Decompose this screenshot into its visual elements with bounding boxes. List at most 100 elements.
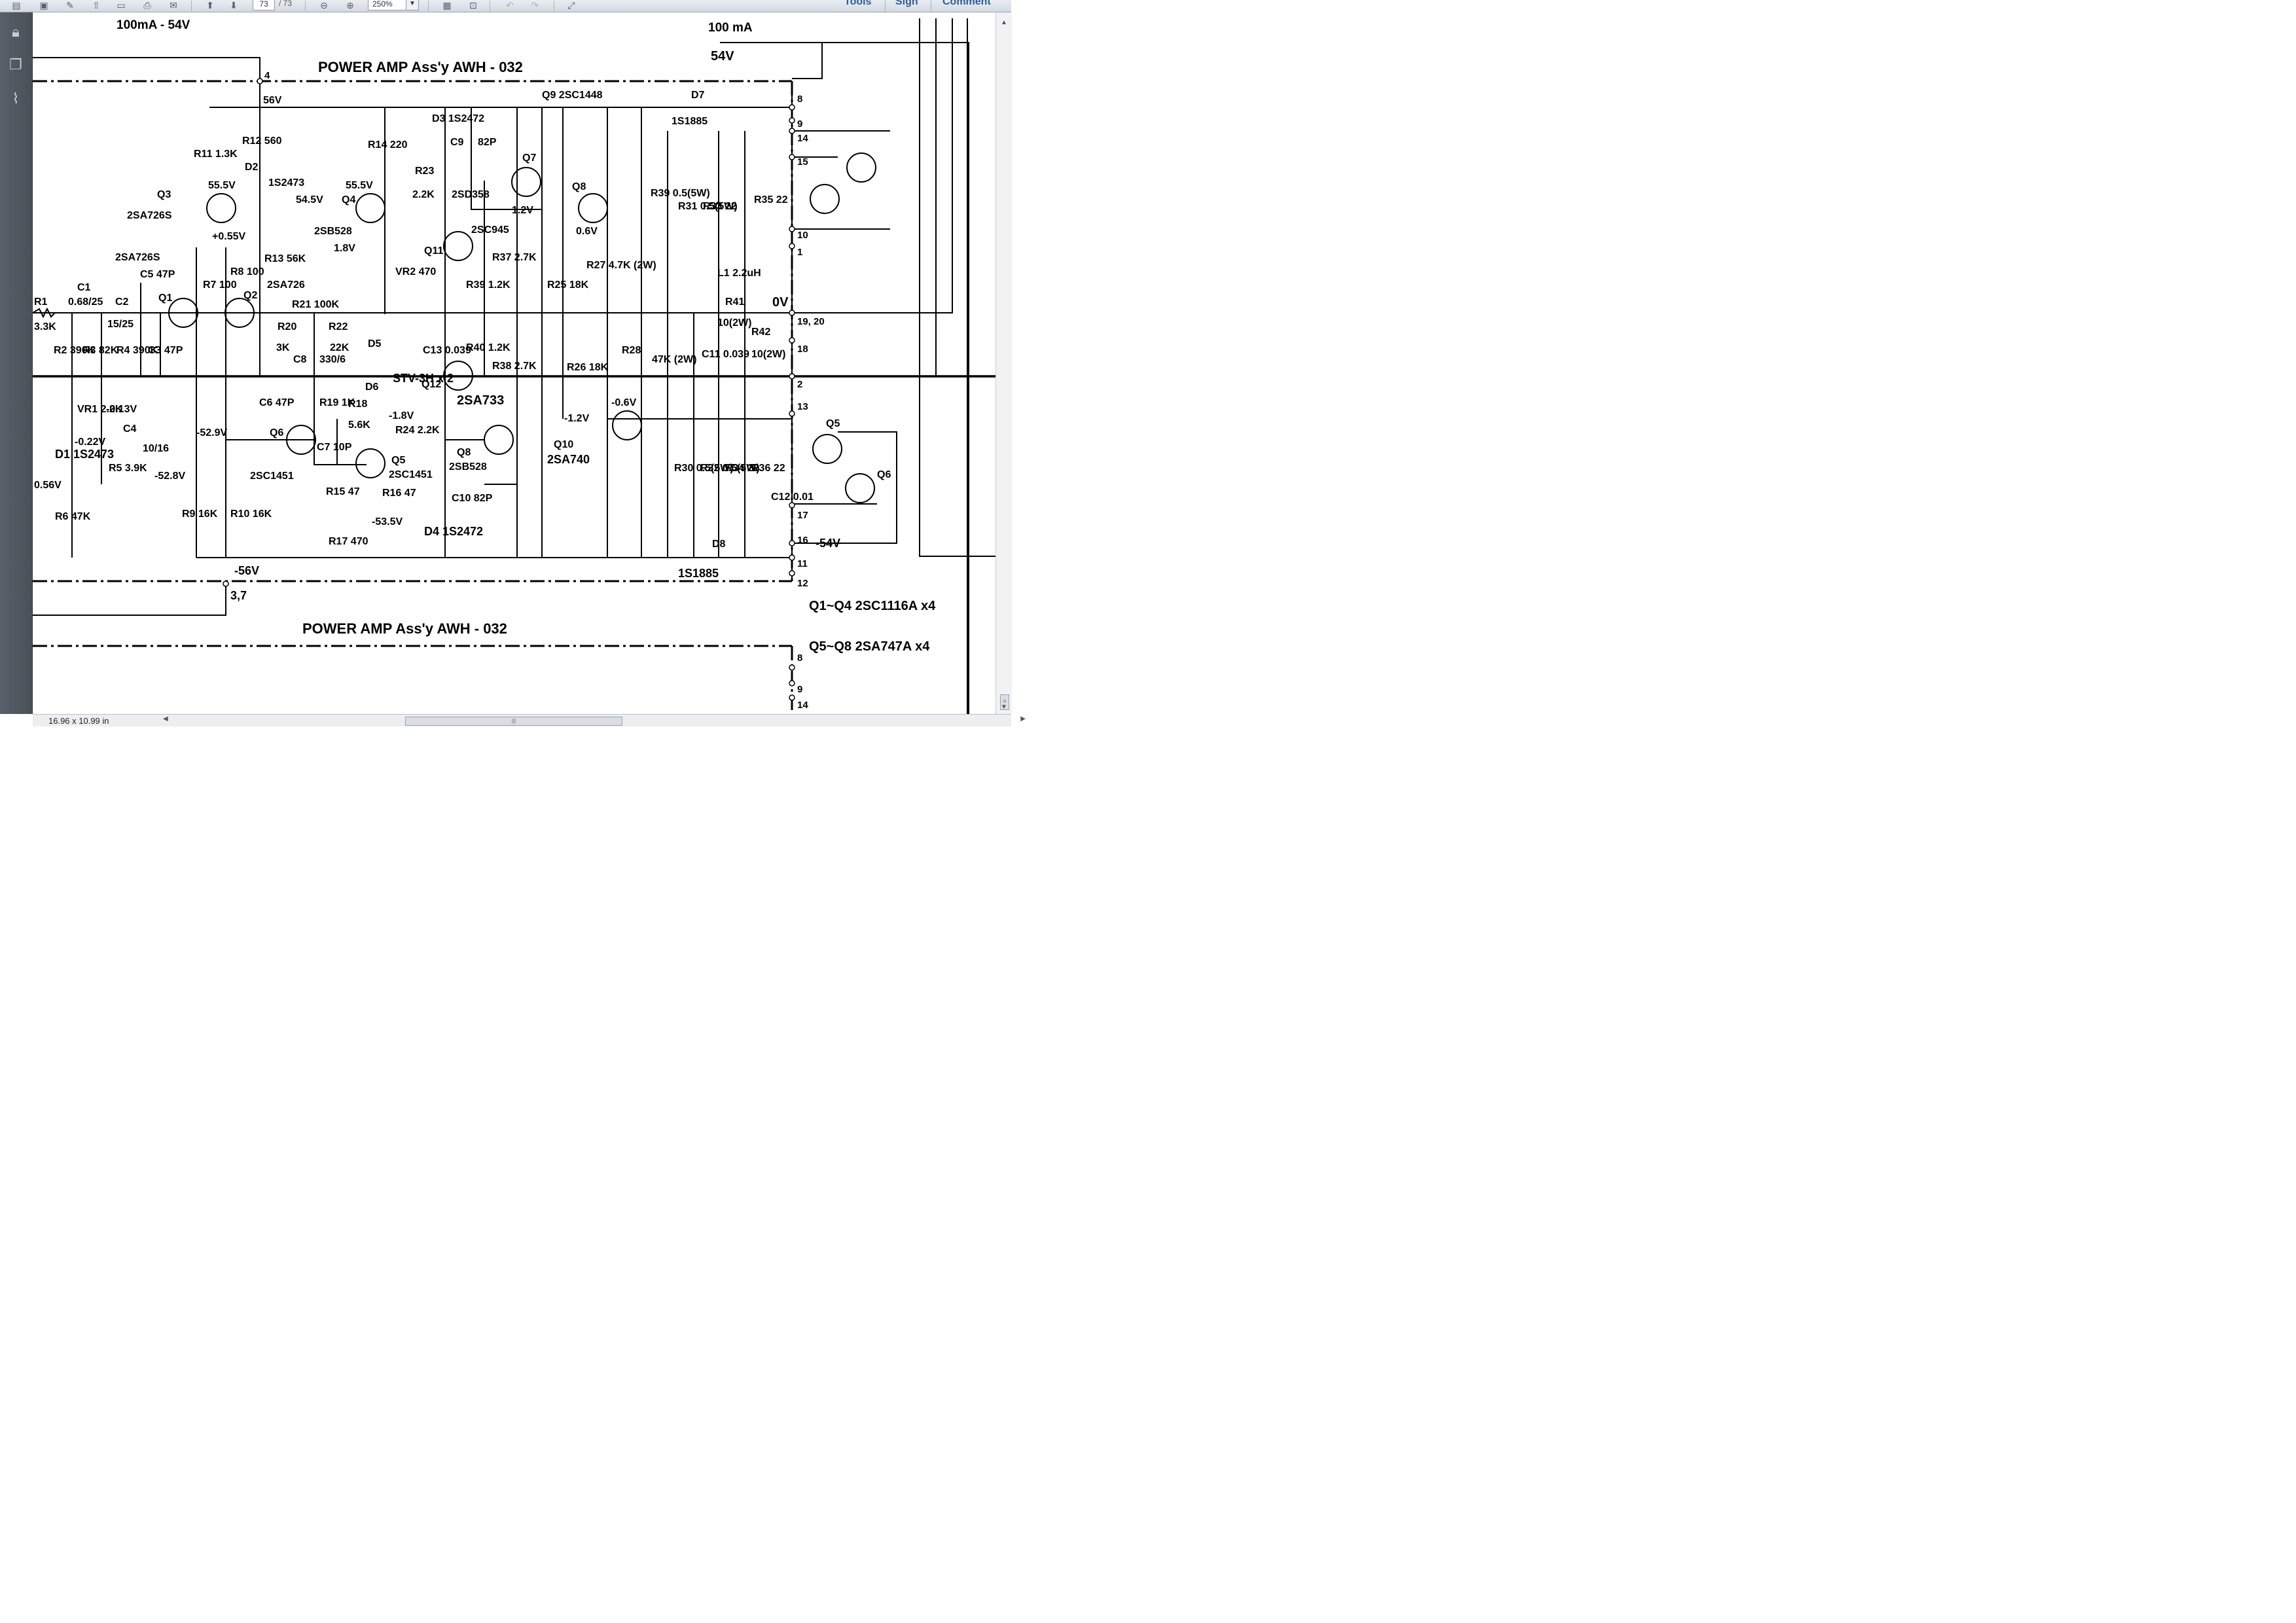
scroll-thumb-horizontal[interactable]: |||	[405, 717, 622, 726]
component-label: 0.56V	[34, 480, 62, 491]
component-label: R32 0.5(5W)	[700, 463, 760, 474]
interconnects	[226, 107, 897, 544]
component-label: 1S1885	[678, 567, 719, 580]
component-label: C3 47P	[148, 345, 183, 356]
supply-voltage-right: 54V	[711, 49, 734, 63]
component-label: 3,7	[230, 589, 247, 602]
component-label: R13 56K	[264, 253, 306, 264]
component-label: R40 1.2K	[466, 342, 511, 353]
email-icon[interactable]: ✉	[170, 0, 177, 10]
component-label: D4 1S2472	[424, 525, 483, 538]
comment-button[interactable]: Comment	[942, 0, 991, 7]
upload-icon[interactable]: ⇧	[92, 0, 100, 10]
zoom-out-icon[interactable]: ⊖	[320, 0, 328, 10]
component-label: 22K	[330, 342, 350, 353]
scroll-right-icon[interactable]: ▶	[1020, 715, 1026, 722]
terminal-number: 19, 20	[797, 316, 825, 327]
resistor-r1	[33, 307, 56, 319]
fit-icon[interactable]: ⊡	[469, 0, 477, 10]
next-page-icon[interactable]: ⬇	[230, 0, 238, 10]
right-bus-lines	[720, 18, 996, 714]
expand-icon[interactable]: ⤢	[567, 0, 575, 10]
toolbar-separator	[428, 1, 429, 11]
component-label: R16 47	[382, 488, 416, 499]
component-label: 5.6K	[348, 419, 370, 431]
open-icon[interactable]: ▣	[39, 0, 48, 10]
scroll-left-icon[interactable]: ◀	[163, 715, 168, 722]
component-label: Q3	[157, 189, 171, 200]
component-label: D7	[691, 90, 705, 101]
component-label: R25 18K	[547, 279, 589, 291]
component-label: VR1 2.2K	[77, 404, 123, 415]
zoom-input[interactable]: 250%	[368, 0, 407, 10]
save-icon[interactable]: ▭	[117, 0, 126, 10]
component-label: 15/25	[107, 319, 134, 330]
terminal-number: 8	[797, 94, 802, 105]
edit-icon[interactable]: ✎	[66, 0, 74, 10]
sign-button[interactable]: Sign	[895, 0, 918, 7]
select-icon[interactable]: ▦	[442, 0, 452, 10]
component-label: R38 2.7K	[492, 361, 537, 372]
zoom-in-icon[interactable]: ⊕	[346, 0, 354, 10]
component-label: Q8	[457, 447, 471, 458]
component-label: Q5	[391, 455, 405, 466]
print-icon[interactable]: ⎙	[143, 0, 151, 10]
component-label: C5 47P	[140, 269, 175, 280]
page-size-readout: 16.96 x 10.99 in	[48, 716, 109, 726]
component-label: Q7	[522, 152, 536, 164]
component-label: R11 1.3K	[194, 149, 238, 160]
component-label: 0V	[772, 295, 789, 310]
terminal-number: 10	[797, 230, 808, 241]
undo-icon[interactable]: ↶	[506, 0, 514, 10]
component-label: R17 470	[329, 536, 368, 547]
create-icon[interactable]: ▤	[12, 0, 21, 10]
horizontal-scrollbar[interactable]: ◀ ||| ▶	[160, 715, 1028, 726]
component-label: D2	[245, 162, 259, 173]
component-label: Q1	[158, 293, 172, 304]
pages-icon[interactable]: ❐	[9, 56, 22, 73]
component-label: 10(2W)	[717, 317, 751, 329]
component-label: R34 22	[725, 463, 759, 474]
component-label: R28	[622, 345, 641, 356]
prev-page-icon[interactable]: ⬆	[206, 0, 214, 10]
terminal-number: 14	[797, 133, 808, 144]
component-label: C13 0.039	[423, 345, 471, 356]
terminal-number: 14	[797, 700, 808, 711]
component-label: 82P	[478, 137, 497, 148]
scroll-up-icon[interactable]: ▲	[1001, 19, 1007, 26]
chevron-down-icon[interactable]: ▼	[406, 0, 419, 10]
assembly-title-top: POWER AMP Ass'y AWH - 032	[318, 59, 523, 75]
scroll-down-icon[interactable]: ▼	[1001, 704, 1007, 711]
lock-icon[interactable]: 🔒︎	[12, 24, 20, 40]
redo-icon[interactable]: ↷	[531, 0, 539, 10]
component-label: 56V	[263, 95, 282, 106]
page-number-input[interactable]: 73	[253, 0, 275, 10]
component-label: R39 1.2K	[466, 279, 511, 291]
scroll-thumb[interactable]: ≡	[1000, 694, 1009, 710]
terminal-number: 8	[797, 652, 802, 664]
transistor-symbols	[168, 152, 876, 503]
tools-button[interactable]: Tools	[844, 0, 872, 7]
vertical-scrollbar[interactable]: ▲ ≡ ▼	[996, 12, 1012, 714]
component-label: R27 4.7K (2W)	[586, 260, 656, 271]
component-label: R6 47K	[55, 511, 91, 522]
component-label: -1.8V	[389, 410, 414, 421]
component-label: 47K (2W)	[652, 354, 696, 365]
component-label: R8 100	[230, 266, 264, 277]
component-label: R1	[34, 296, 48, 308]
component-label: Q10	[554, 439, 573, 450]
component-label: R15 47	[326, 486, 360, 497]
assembly-boundary	[33, 80, 793, 714]
component-label: R21 100K	[292, 299, 339, 310]
status-bar: 16.96 x 10.99 in ◀ ||| ▶	[33, 714, 1026, 726]
supply-current-right: 100 mA	[708, 21, 753, 35]
attachment-icon[interactable]: ⌇	[12, 90, 20, 107]
component-label: R10 16K	[230, 508, 272, 520]
component-label: L1 2.2uH	[717, 268, 761, 279]
component-label: 2SD358	[452, 189, 490, 200]
component-label: Q4	[342, 194, 355, 205]
component-label: 2SA733	[457, 393, 504, 408]
component-label: 3.3K	[34, 321, 56, 332]
component-label: Q11	[424, 245, 443, 257]
component-label: 2SA726	[267, 279, 305, 291]
